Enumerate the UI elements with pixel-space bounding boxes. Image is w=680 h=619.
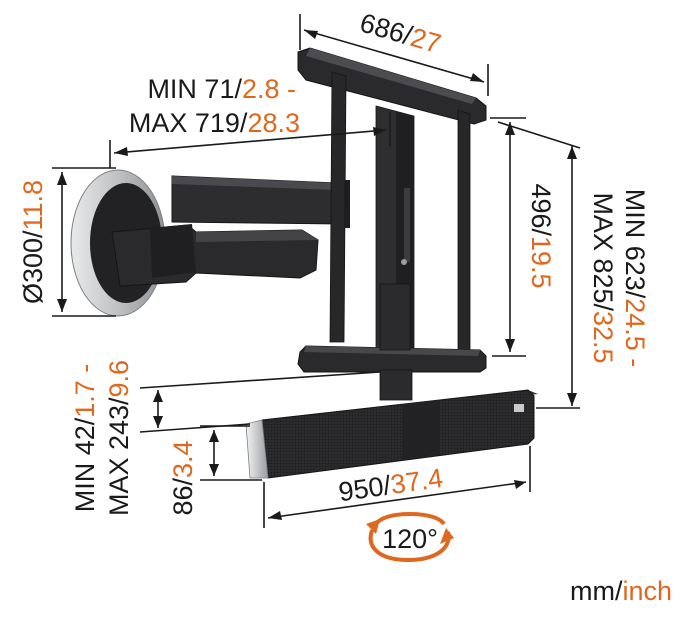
label-wall-plate-diameter: Ø300/11.8 <box>18 180 48 304</box>
dim-wall-plate-diameter-line <box>52 167 116 317</box>
tv-mounting-plate <box>297 47 487 373</box>
label-soundbar-gap-min: MIN 42/1.7 - <box>70 364 100 513</box>
dim-total-height-line <box>497 121 581 409</box>
dim-soundbar-height-line <box>200 425 262 481</box>
label-total-height-max: MAX 825/32.5 <box>588 192 618 363</box>
label-arm-extension-min: MIN 71/2.8 - <box>147 74 296 104</box>
soundbar-bracket <box>379 283 413 401</box>
label-arm-extension-max: MAX 719/28.3 <box>129 108 300 138</box>
label-soundbar-width: 950/37.4 <box>337 463 445 507</box>
dim-plate-height-line <box>490 117 526 357</box>
label-plate-height: 496/19.5 <box>526 183 556 288</box>
swing-arm <box>111 175 350 287</box>
label-soundbar-gap-max: MAX 243/9.6 <box>104 360 134 516</box>
rotation-arrow-icon <box>366 511 454 563</box>
dim-soundbar-width-line <box>263 446 531 528</box>
label-total-height-min: MIN 623/24.5 - <box>620 189 650 368</box>
soundbar <box>245 389 538 479</box>
dim-plate-width-line <box>299 14 489 96</box>
dim-soundbar-gap-line <box>139 371 381 433</box>
dim-arm-extension-line <box>109 112 391 168</box>
units-legend: mm/inch <box>570 576 672 606</box>
label-soundbar-height: 86/3.4 <box>168 440 198 515</box>
label-plate-width: 686/27 <box>357 8 445 60</box>
label-rotation: 120° <box>382 524 438 554</box>
